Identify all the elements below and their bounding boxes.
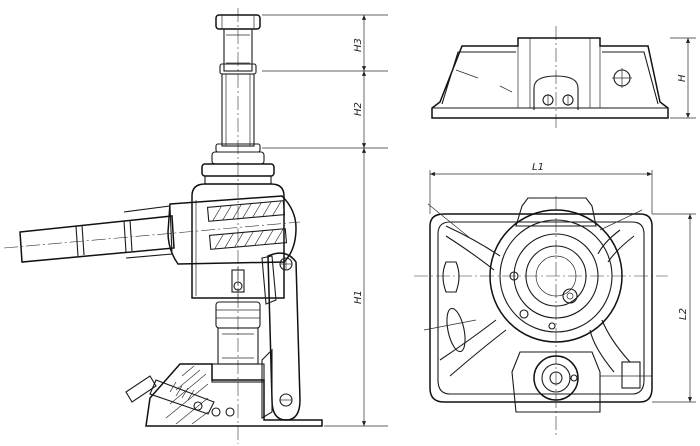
height-dimensions: H3 H2 H1: [262, 14, 388, 427]
ram-rod: [211, 73, 265, 165]
handle-bar: [3, 205, 301, 263]
link-arm: [261, 252, 301, 421]
dim-h1: H1: [353, 290, 364, 304]
jack-base: [125, 363, 323, 427]
base-side-view: H: [431, 26, 696, 128]
cylinder-body: [191, 183, 285, 299]
dim-h3: H3: [353, 38, 364, 52]
base-plan-view: L1 L2: [414, 162, 696, 436]
handle-socket: [167, 195, 297, 265]
dim-h: H: [677, 74, 688, 82]
dim-l1: L1: [532, 162, 544, 173]
jack-side-view: H3 H2 H1: [3, 8, 388, 444]
dim-h2: H2: [353, 102, 364, 116]
dim-l2: L2: [678, 308, 689, 320]
